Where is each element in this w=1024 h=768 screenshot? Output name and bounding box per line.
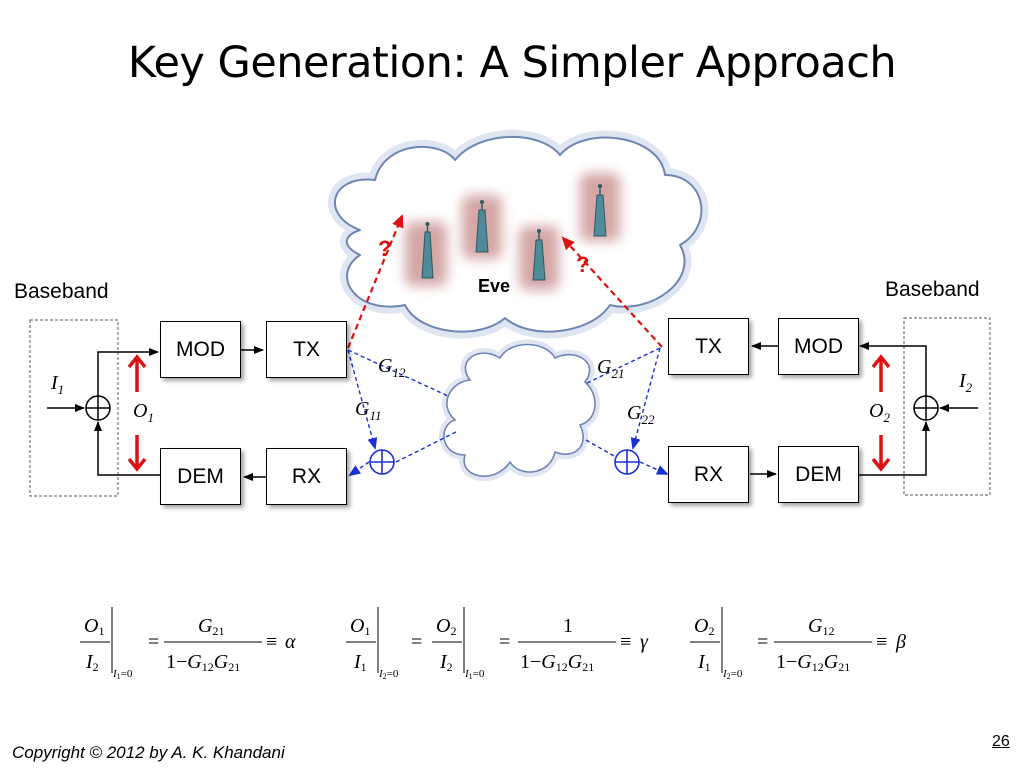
right-baseband-label: Baseband <box>885 278 980 301</box>
right-wiring <box>750 342 978 478</box>
right-output-label: O2 <box>869 400 890 425</box>
g21-label: G21 <box>597 356 625 381</box>
channel-links <box>347 347 669 477</box>
left-question-mark: ? <box>378 236 392 261</box>
eq1-lhs-den: I2 <box>85 651 99 674</box>
left-baseband-box <box>29 319 119 497</box>
slide-title: Key Generation: A Simpler Approach <box>127 38 897 88</box>
eq1-rhs-den: 1−G12G21 <box>166 651 240 674</box>
eq1-lhs-num: O1 <box>84 615 104 638</box>
svg-text:=: = <box>148 631 159 653</box>
right-channel-adder-icon <box>614 449 640 475</box>
eq1-cond: I1=0 <box>112 668 133 681</box>
right-eve-link <box>561 236 663 348</box>
svg-text:=: = <box>757 631 768 653</box>
eve-label: Eve <box>478 276 511 296</box>
copyright-text: Copyright © 2012 by A. K. Khandani <box>12 743 285 762</box>
equation-3: O2 I1 I2=0 = G12 1−G12G21 ≡ β <box>690 607 906 681</box>
svg-text:O1: O1 <box>350 615 370 638</box>
left-baseband-label: Baseband <box>14 280 109 303</box>
svg-text:I2=0: I2=0 <box>378 668 399 681</box>
svg-text:1−G12G21: 1−G12G21 <box>520 651 594 674</box>
svg-text:I2: I2 <box>439 651 453 674</box>
right-input-label: I2 <box>959 370 973 395</box>
svg-text:≡: ≡ <box>876 631 887 653</box>
svg-text:O2: O2 <box>694 615 714 638</box>
left-channel-adder-icon <box>369 449 395 475</box>
svg-text:=: = <box>411 631 422 653</box>
svg-text:≡: ≡ <box>266 631 277 653</box>
left-tx-block: TX <box>266 321 347 378</box>
svg-text:I1: I1 <box>697 651 711 674</box>
right-rx-block: RX <box>668 446 749 503</box>
left-rx-block: RX <box>266 448 347 505</box>
g11-label: G11 <box>355 398 382 423</box>
svg-text:G12: G12 <box>808 615 834 638</box>
svg-text:I2=0: I2=0 <box>722 668 743 681</box>
svg-text:O2: O2 <box>436 615 456 638</box>
left-eve-link <box>346 214 404 349</box>
right-dem-block: DEM <box>778 446 859 503</box>
g12-label: G12 <box>378 355 406 380</box>
left-input-label: I1 <box>51 372 65 397</box>
eq1-symbol: α <box>285 631 296 653</box>
right-baseband-box <box>903 317 991 496</box>
right-question-mark: ? <box>576 252 590 277</box>
equation-2: O1 I1 I2=0 = O2 I2 I1=0 = 1 1−G12G21 ≡ γ <box>346 607 649 681</box>
svg-text:I1=0: I1=0 <box>464 668 485 681</box>
left-dem-block: DEM <box>160 448 241 505</box>
page-number[interactable]: 26 <box>992 733 1010 750</box>
svg-text:=: = <box>499 631 510 653</box>
svg-text:1−G12G21: 1−G12G21 <box>776 651 850 674</box>
equation-1: O1 I2 I1=0 = G21 1−G12G21 ≡ α <box>80 607 296 681</box>
svg-text:I1: I1 <box>353 651 367 674</box>
eq3-symbol: β <box>895 631 906 653</box>
right-tx-block: TX <box>668 318 749 375</box>
svg-text:1: 1 <box>563 615 573 637</box>
left-mod-block: MOD <box>160 321 241 378</box>
tower-1-icon <box>405 222 447 286</box>
svg-text:≡: ≡ <box>620 631 631 653</box>
left-output-label: O1 <box>133 400 154 425</box>
g22-label: G22 <box>627 402 655 427</box>
eq1-rhs-num: G21 <box>198 615 224 638</box>
tower-4-icon <box>580 173 620 241</box>
tower-3-icon <box>519 226 559 290</box>
tower-2-icon <box>462 195 502 259</box>
left-wiring <box>47 346 266 481</box>
eq2-symbol: γ <box>640 631 649 653</box>
channel-cloud <box>438 339 600 482</box>
right-mod-block: MOD <box>778 318 859 375</box>
